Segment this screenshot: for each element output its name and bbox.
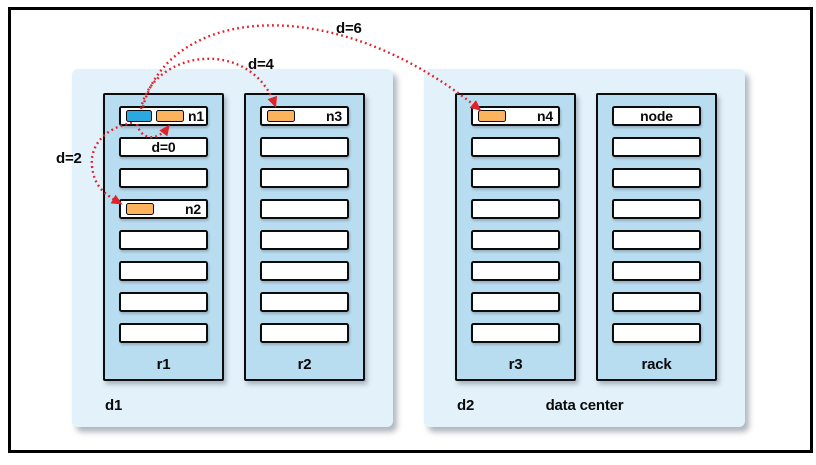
node-slot: node — [612, 106, 701, 126]
node-slot — [612, 230, 701, 250]
node-slot — [119, 261, 208, 281]
rack-label: rack — [641, 355, 672, 373]
node-slot — [612, 168, 701, 188]
node-slot — [612, 137, 701, 157]
node-slot — [260, 230, 349, 250]
node-slot — [260, 292, 349, 312]
node-slot-n4: n4 — [471, 106, 560, 126]
node-box-orange — [478, 110, 506, 122]
node-slot — [471, 137, 560, 157]
node-slot-n3: n3 — [260, 106, 349, 126]
outer-frame — [8, 7, 813, 453]
node-slot — [471, 323, 560, 343]
node-slot — [119, 230, 208, 250]
node-slot — [260, 137, 349, 157]
rack-label: r3 — [508, 355, 523, 373]
node-slot — [471, 261, 560, 281]
node-slot — [119, 323, 208, 343]
node-slot — [119, 168, 208, 188]
rack-r2: n3 r2 — [244, 93, 365, 381]
slot-text: d=0 — [151, 139, 176, 155]
datacenter-label: d2 — [457, 397, 475, 414]
node-box-orange — [267, 110, 295, 122]
node-label: n4 — [537, 108, 553, 124]
node-slot — [260, 261, 349, 281]
rack-r3: n4 r3 — [455, 93, 576, 381]
node-box-blue — [126, 110, 152, 122]
node-label: n2 — [185, 201, 201, 217]
node-box-orange — [156, 110, 184, 122]
datacenter-d1: n1 d=0 n2 r1 n3 r2 d1 — [72, 69, 393, 427]
node-slot — [260, 168, 349, 188]
node-slot: d=0 — [119, 137, 208, 157]
datacenter-label: d1 — [105, 397, 123, 414]
distance-label-d6: d=6 — [336, 20, 362, 37]
node-slot — [471, 292, 560, 312]
rack-label: r1 — [156, 355, 171, 373]
node-label: n1 — [188, 108, 204, 124]
node-slot — [471, 199, 560, 219]
node-slot — [119, 292, 208, 312]
node-slot-n2: n2 — [119, 199, 208, 219]
datacenter-d2: n4 r3 node rack d2 data center — [424, 69, 745, 427]
node-slot — [260, 199, 349, 219]
node-slot — [471, 230, 560, 250]
node-slot — [471, 168, 560, 188]
node-slot — [612, 323, 701, 343]
slot-text: node — [640, 108, 673, 124]
datacenter-caption: data center — [545, 397, 624, 414]
node-box-orange — [126, 203, 154, 215]
distance-label-d4: d=4 — [248, 56, 274, 73]
node-slot — [612, 292, 701, 312]
rack-label: r2 — [297, 355, 312, 373]
distance-label-d2: d=2 — [56, 150, 82, 167]
node-slot — [612, 261, 701, 281]
node-slot-n1: n1 — [119, 106, 208, 126]
node-slot — [260, 323, 349, 343]
rack-r1: n1 d=0 n2 r1 — [103, 93, 224, 381]
node-slot — [612, 199, 701, 219]
node-label: n3 — [326, 108, 342, 124]
rack-rack: node rack — [596, 93, 717, 381]
